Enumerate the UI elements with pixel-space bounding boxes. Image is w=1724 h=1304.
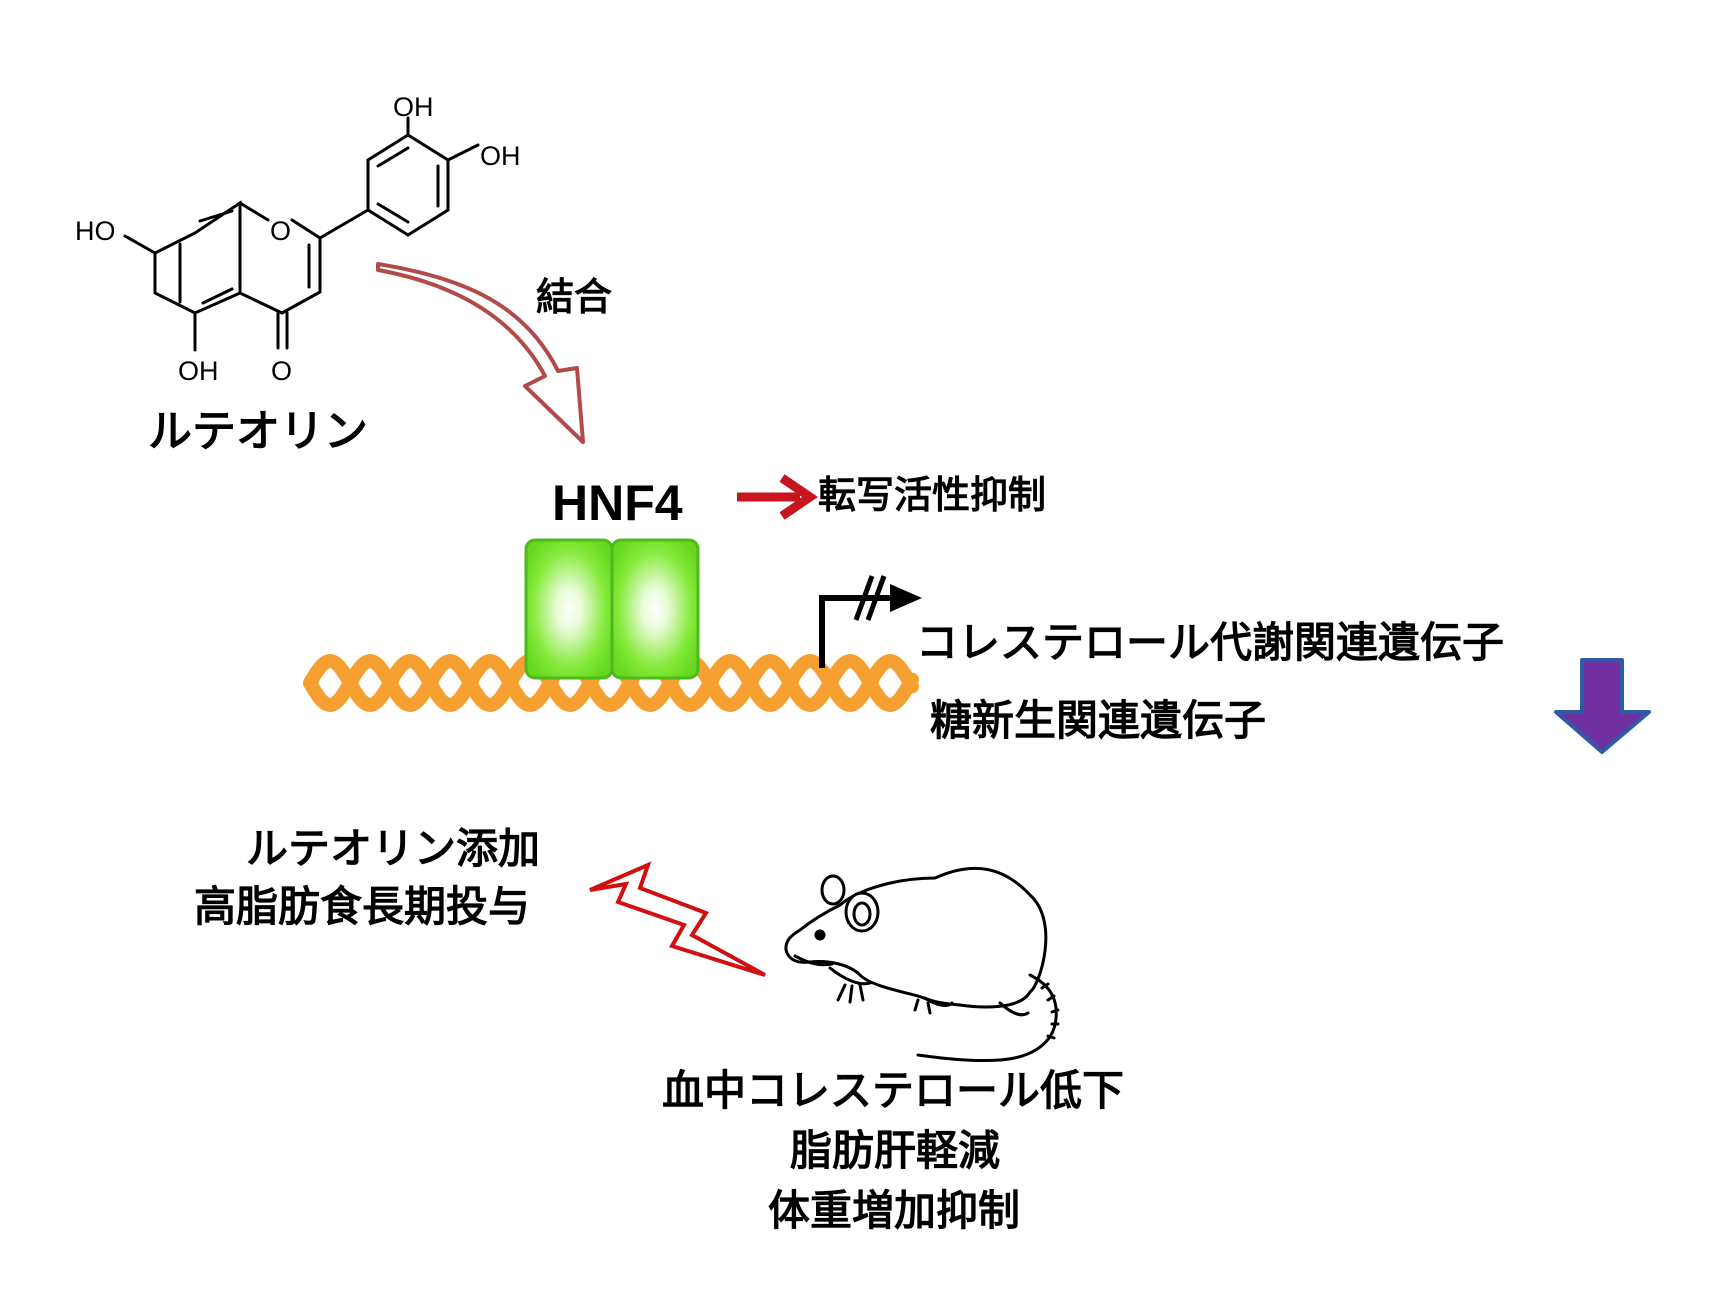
- compound-name: ルテオリン: [148, 406, 368, 457]
- down-arrow-icon: [1554, 658, 1651, 754]
- oh-top-label: OH: [393, 92, 434, 122]
- hnf4-protein: [524, 538, 700, 680]
- treatment-line-2: 高脂肪食長期投与: [194, 882, 531, 931]
- curved-binding-arrow-icon: [376, 262, 585, 444]
- dna-strand-2: [303, 653, 919, 713]
- target-gene-cholesterol: コレステロール代謝関連遺伝子: [916, 618, 1505, 667]
- protein-label: HNF4: [552, 475, 683, 531]
- transcription-start-arrow-icon: [819, 575, 922, 668]
- carbonyl-o-label: O: [271, 356, 292, 386]
- treatment-line-1: ルテオリン添加: [246, 824, 541, 873]
- luteolin-structure: [123, 116, 480, 352]
- outcome-line-1: 血中コレステロール低下: [662, 1066, 1125, 1115]
- target-gene-gluconeogenesis: 糖新生関連遺伝子: [930, 696, 1267, 745]
- ring-o-label: O: [270, 216, 291, 246]
- oh-bottom-label: OH: [178, 356, 219, 386]
- outcome-line-2: 脂肪肝軽減: [790, 1126, 1001, 1175]
- lightning-bolt-icon: [589, 861, 766, 977]
- outcome-line-3: 体重増加抑制: [768, 1186, 1021, 1235]
- red-arrow-icon: [737, 474, 819, 520]
- binding-label: 結合: [536, 275, 613, 319]
- atom-labels: OH OH HO O OH O: [75, 92, 521, 386]
- mouse-icon: [784, 866, 1060, 1063]
- effect-label: 転写活性抑制: [818, 473, 1047, 517]
- ho-left-label: HO: [75, 216, 116, 246]
- oh-right-label: OH: [480, 141, 521, 171]
